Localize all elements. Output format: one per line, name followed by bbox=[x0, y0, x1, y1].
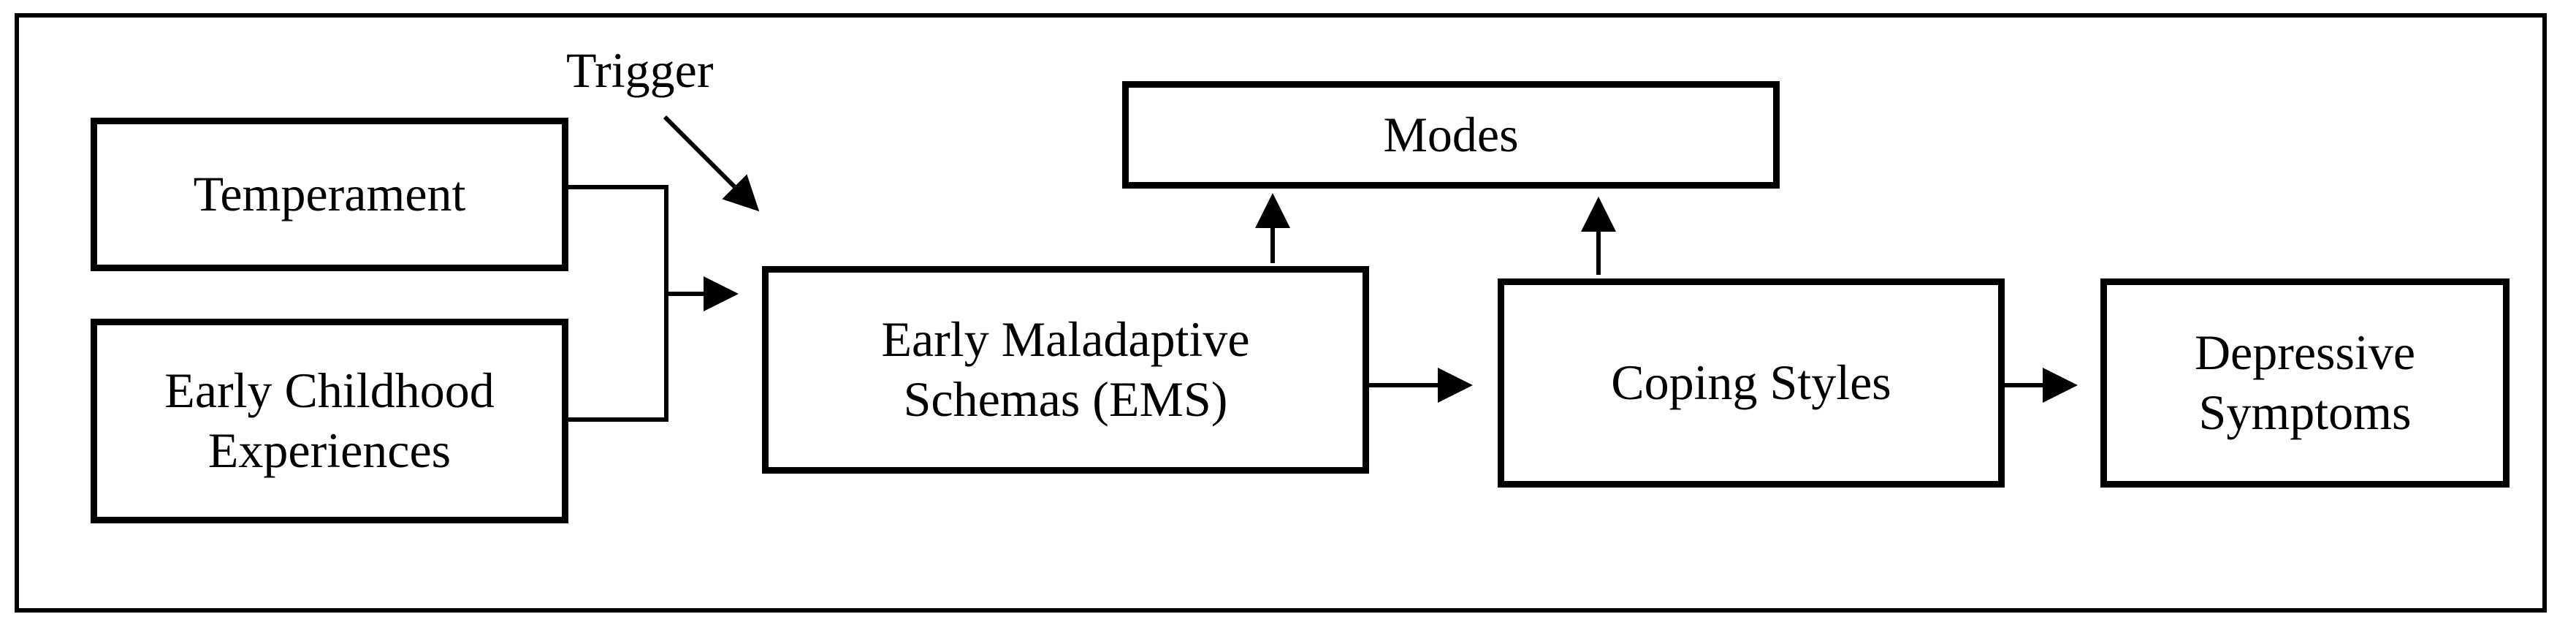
depressive-symptoms-label: Depressive Symptoms bbox=[2194, 325, 2416, 440]
trigger-label: Trigger bbox=[566, 42, 714, 98]
childhood-experiences-label: Early Childhood Experiences bbox=[164, 363, 495, 478]
trigger-arrow bbox=[663, 115, 760, 212]
depressive-symptoms-box: Depressive Symptoms bbox=[2100, 278, 2510, 488]
diagram-frame bbox=[15, 13, 2547, 613]
modes-label: Modes bbox=[1383, 106, 1519, 162]
ems-box: Early Maladaptive Schemas (EMS) bbox=[762, 266, 1369, 474]
temperament-box: Temperament bbox=[91, 118, 568, 271]
ems-label: Early Maladaptive Schemas (EMS) bbox=[881, 311, 1250, 427]
childhood-experiences-box: Early Childhood Experiences bbox=[91, 319, 568, 523]
coping-styles-box: Coping Styles bbox=[1498, 278, 2005, 488]
temperament-label: Temperament bbox=[193, 166, 466, 222]
coping-styles-label: Coping Styles bbox=[1611, 355, 1891, 411]
modes-box: Modes bbox=[1122, 81, 1780, 189]
